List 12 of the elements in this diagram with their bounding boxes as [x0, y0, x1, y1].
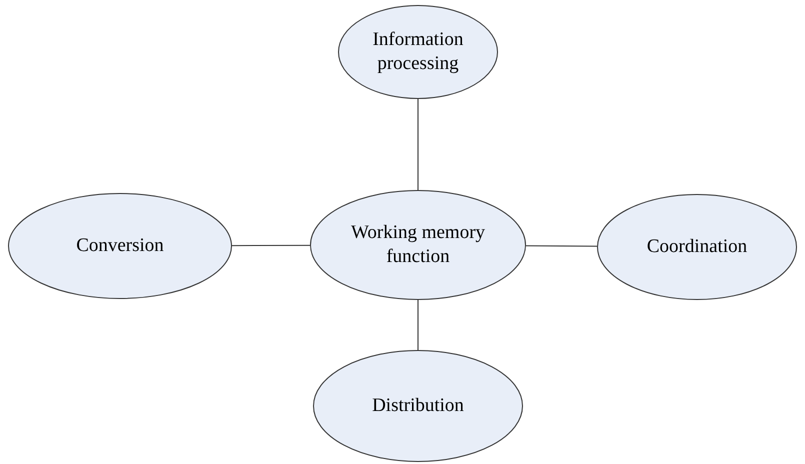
- node-label: Working memory function: [350, 221, 486, 269]
- ellipse-node: [8, 193, 232, 299]
- node-label: Coordination: [646, 235, 748, 259]
- node-label: Conversion: [76, 234, 164, 258]
- ellipse-node: [338, 5, 498, 99]
- ellipse-node: [313, 350, 523, 462]
- node-label: Information processing: [372, 28, 464, 76]
- connector-line: [526, 245, 598, 247]
- node-label: Distribution: [372, 394, 464, 418]
- connector-line: [232, 244, 310, 246]
- ellipse-node: [597, 194, 797, 300]
- ellipse-node: [310, 190, 526, 300]
